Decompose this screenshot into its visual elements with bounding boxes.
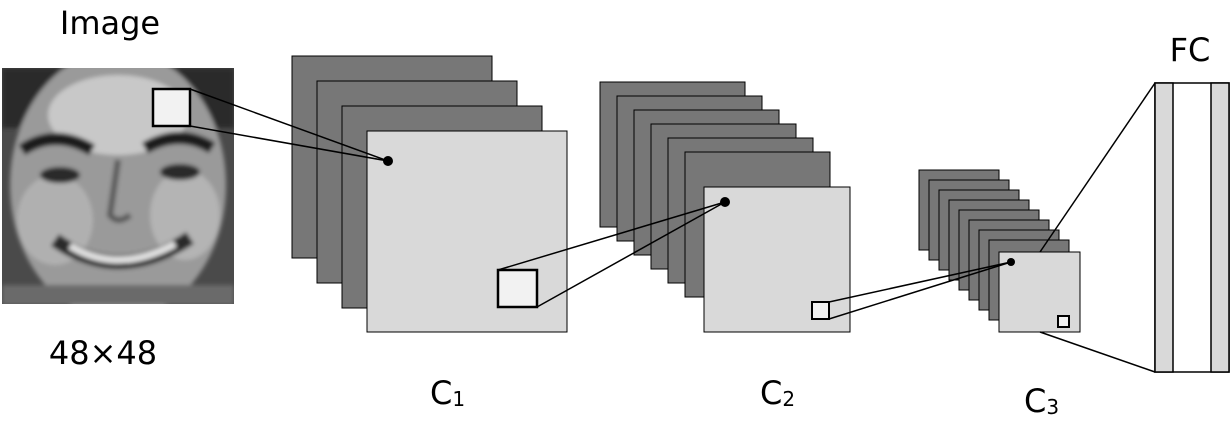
c1-subscript: 1 [452,387,465,411]
fc-band-right [1210,82,1230,373]
fc-label: FC [1170,31,1211,69]
conv-layer-2 [599,81,851,333]
conv-layer-1 [291,55,568,333]
image-receptive-patch [151,87,192,128]
input-face-image [2,68,234,304]
c1-letter: C [430,374,452,412]
c3-receptive-patch [1057,315,1070,328]
c2-receptive-patch [811,301,830,320]
c3-subscript: 3 [1046,395,1059,419]
receptive-field-connections [189,82,1156,373]
c1-label: C1 [430,374,465,412]
c3-label: C3 [1024,382,1059,420]
c1-neuron-dot [383,156,393,166]
c1-receptive-patch [496,268,539,309]
c3-neuron-dot [1007,258,1015,266]
image-title: Image [60,4,160,42]
c2-letter: C [760,374,782,412]
c2-subscript: 2 [782,387,795,411]
fc-band-left [1154,82,1174,373]
image-size-label: 48×48 [49,334,157,372]
fully-connected-layer [1154,82,1230,373]
c3-letter: C [1024,382,1046,420]
c2-label: C2 [760,374,795,412]
conv-layer-3 [918,169,1081,333]
c2-neuron-dot [720,197,730,207]
